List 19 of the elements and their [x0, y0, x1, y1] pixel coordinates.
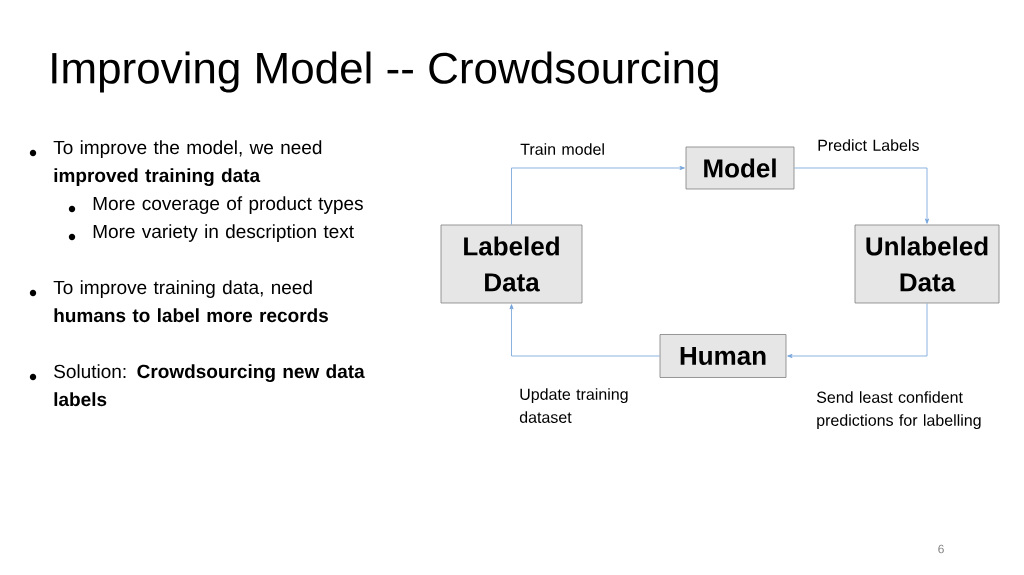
title: Improving Model -- Crowdsourcing	[52, 51, 718, 93]
process-box: Unlabeled Data	[854, 224, 1000, 304]
arrow	[509, 304, 660, 357]
bullet-text: More coverage of product types	[93, 196, 363, 214]
page-number: 6	[938, 544, 944, 554]
edge-label: Send least confident predictions for labelling	[816, 391, 981, 430]
edge-label: Train model	[520, 143, 604, 155]
process-box: Labeled Data	[440, 224, 583, 304]
bullet-text: More variety in description text	[93, 224, 354, 242]
arrow	[794, 167, 930, 224]
edge-label: Predict Labels	[818, 139, 919, 151]
arrow	[787, 303, 928, 358]
bullet-text: To improve the model, we need improved training data	[53, 140, 322, 186]
edge-label: Update training dataset	[519, 388, 628, 423]
bullet-text: To improve training data, need humans to label more records	[53, 280, 328, 323]
bullet-text: Solution: Crowdsourcing new data labels	[54, 364, 365, 407]
process-box: Model	[685, 146, 795, 190]
process-box: Human	[659, 334, 787, 378]
arrow	[511, 166, 685, 225]
